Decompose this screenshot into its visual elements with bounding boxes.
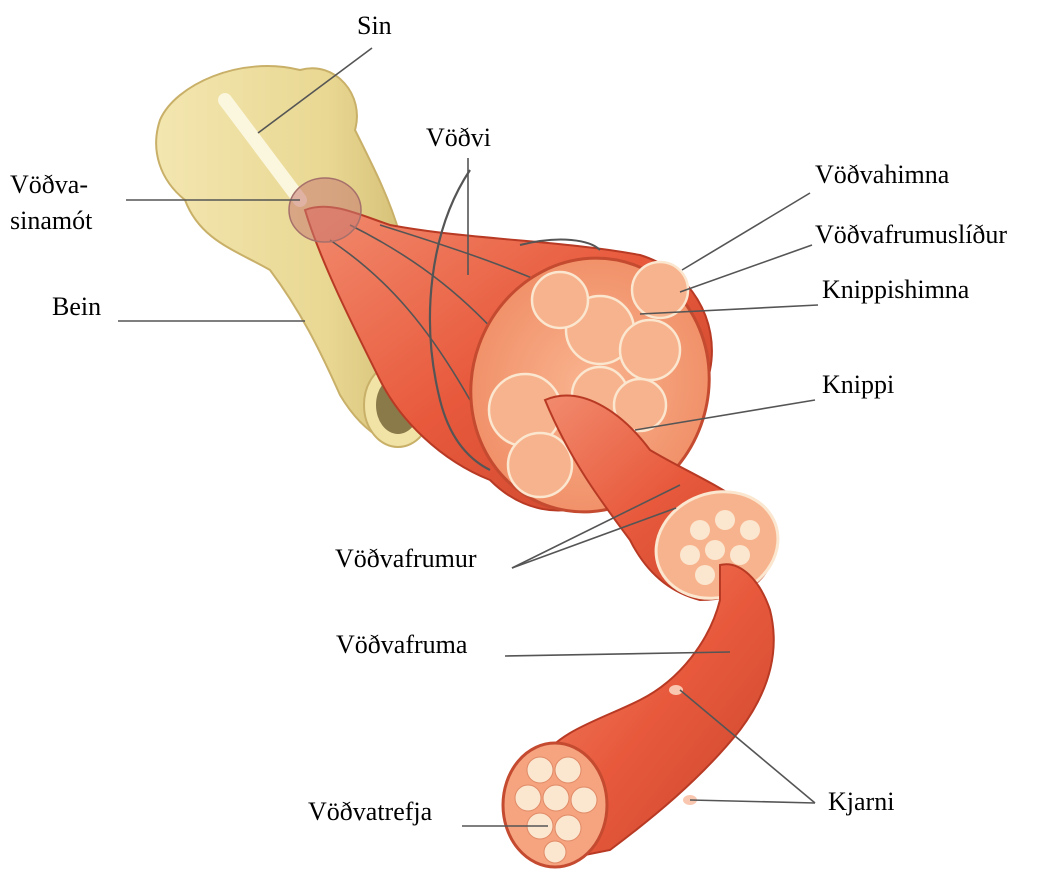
label-knippi: Knippi: [822, 370, 894, 399]
label-knippishimna: Knippishimna: [822, 275, 970, 304]
myotendinous-junction: [289, 178, 361, 242]
label-myotendinous-junction-line2: sinamót: [10, 206, 93, 235]
label-voedvatrefja: Vöðvatrefja: [308, 797, 433, 826]
label-bein: Bein: [52, 292, 101, 321]
label-voedvahimna: Vöðvahimna: [815, 160, 950, 189]
muscle-cross-section: [435, 224, 793, 867]
label-kjarni: Kjarni: [828, 787, 894, 816]
label-voedvi: Vöðvi: [426, 123, 491, 152]
label-voedvafrumuslidur: Vöðvafrumuslíður: [815, 220, 1007, 249]
label-voedvafrumur: Vöðvafrumur: [335, 544, 477, 573]
label-myotendinous-junction-line1: Vöðva-: [10, 170, 88, 199]
label-sin: Sin: [357, 11, 392, 40]
label-voedvafruma: Vöðvafruma: [336, 630, 468, 659]
